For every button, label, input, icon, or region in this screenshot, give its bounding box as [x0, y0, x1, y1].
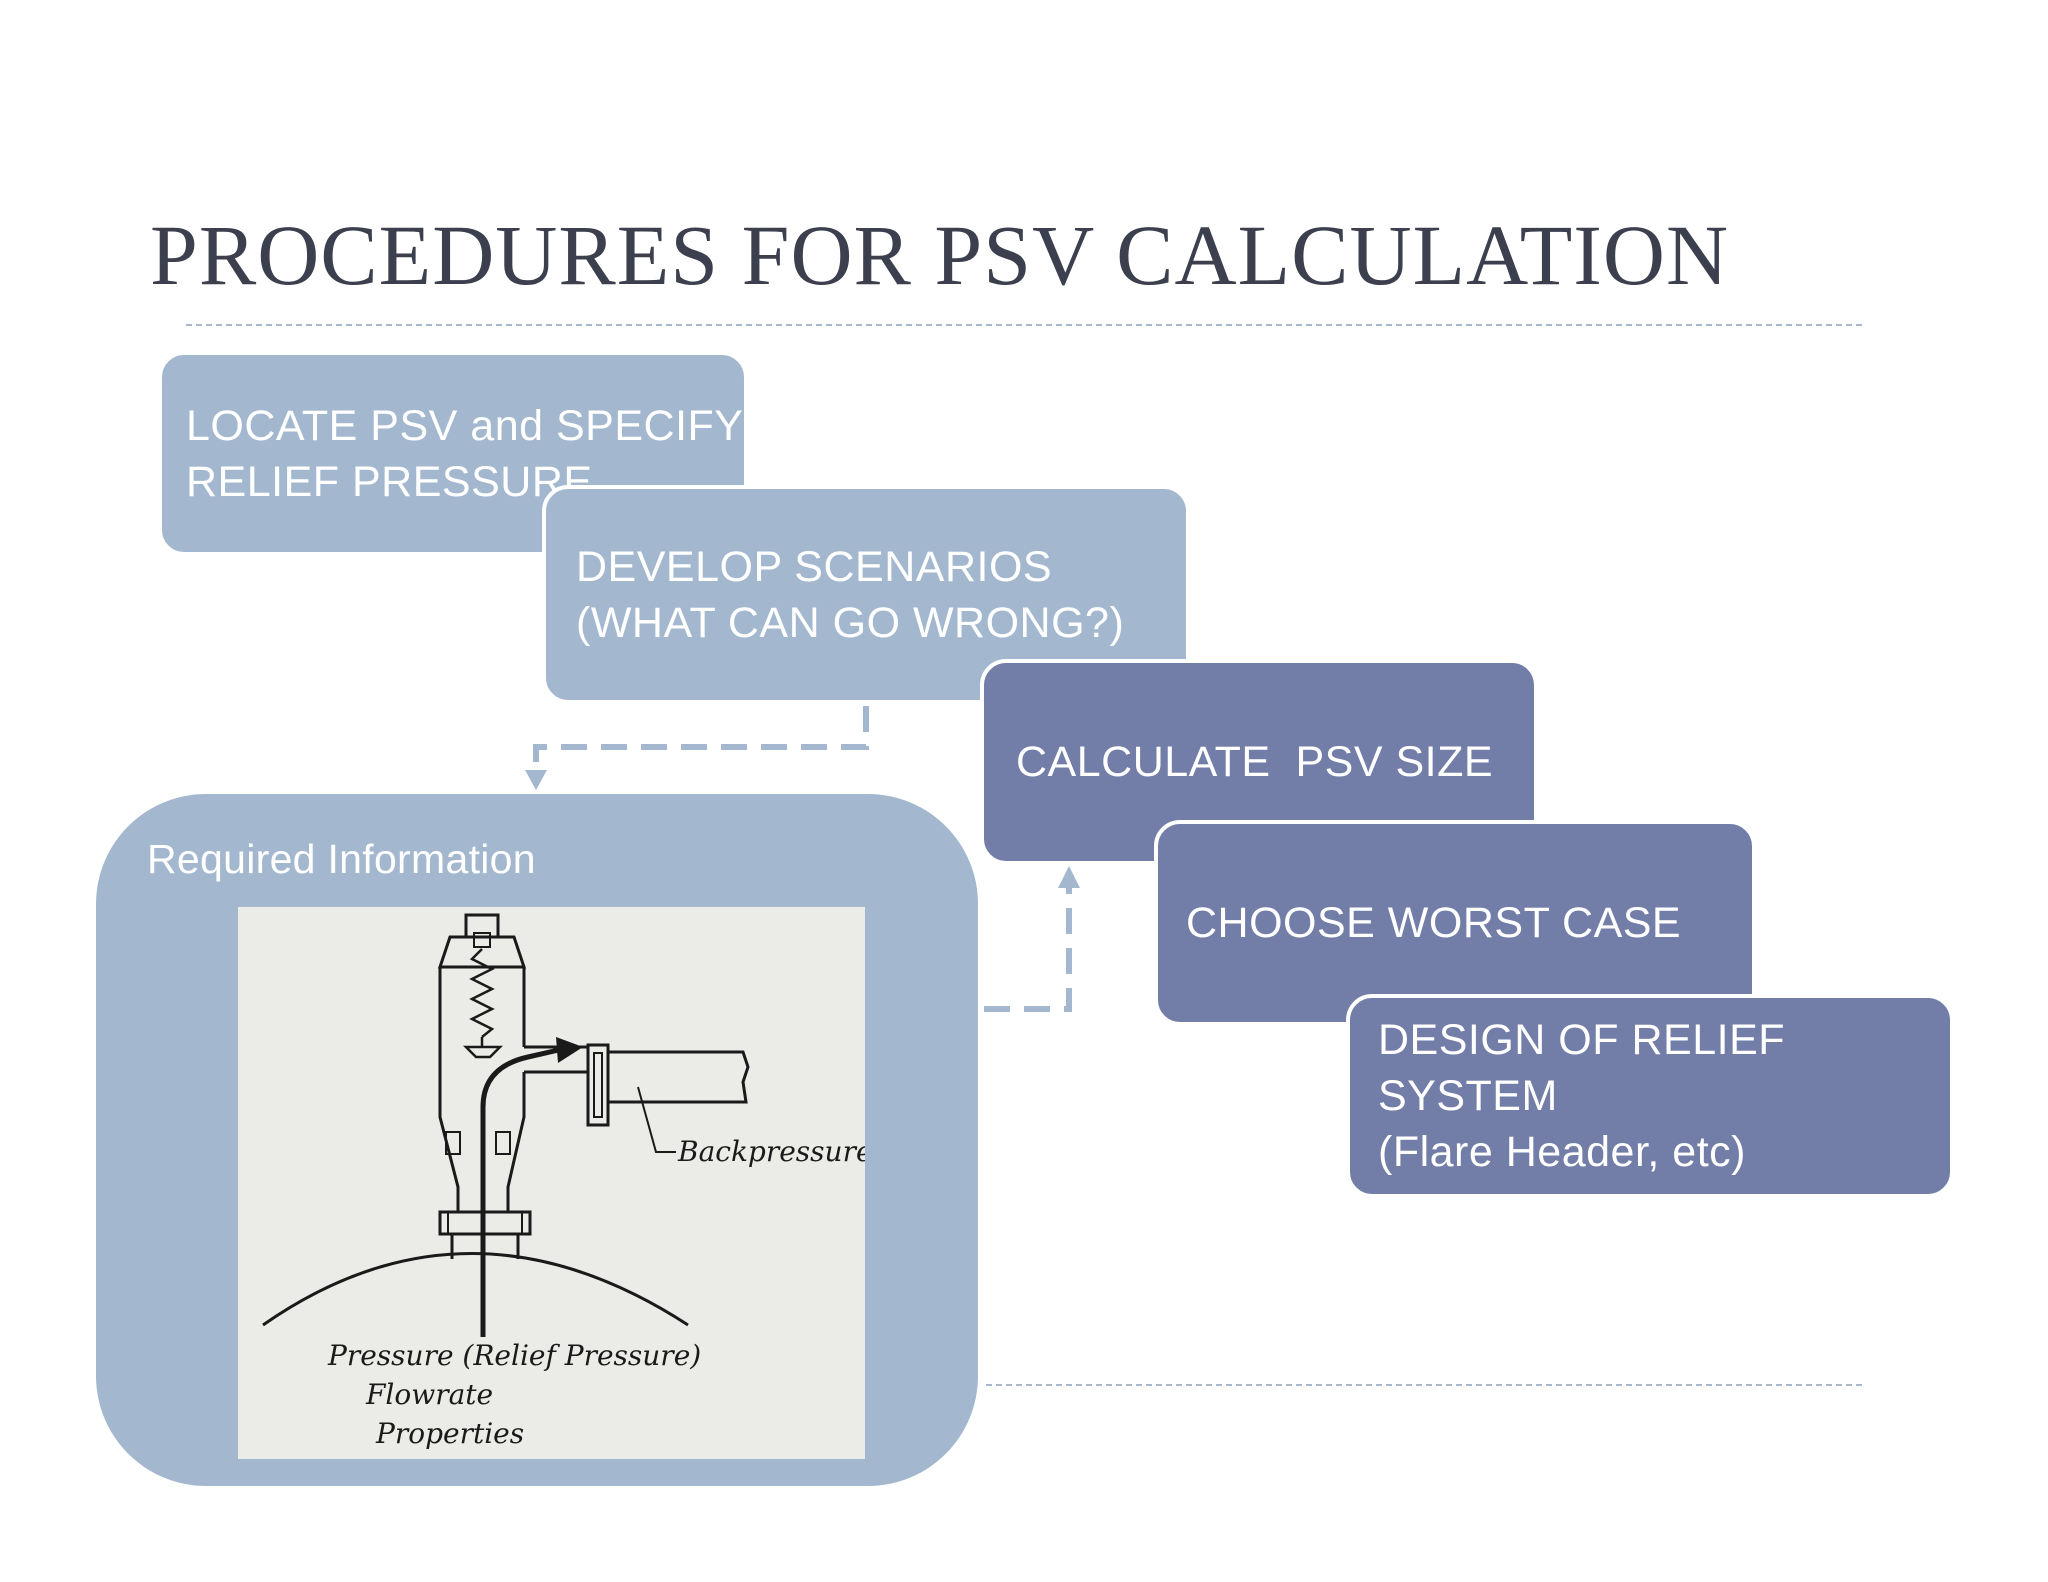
step-develop-scenarios: DEVELOP SCENARIOS (WHAT CAN GO WRONG?): [542, 485, 1190, 704]
step-calculate-psv-size-line1: CALCULATE PSV SIZE: [1016, 738, 1494, 786]
valve-disc: [462, 1045, 504, 1059]
outlet-flange: [586, 1043, 610, 1127]
step-design-relief-system-line1: DESIGN OF RELIEF SYSTEM: [1378, 1016, 1786, 1120]
step-develop-scenarios-line1: DEVELOP SCENARIOS: [576, 542, 1053, 591]
arrowhead-up: [1058, 866, 1080, 888]
step-locate-psv-line2: RELIEF PRESSURE: [186, 457, 593, 506]
flowrate-label: Flowrate: [365, 1378, 493, 1411]
step-design-relief-system: DESIGN OF RELIEF SYSTEM (Flare Header, e…: [1346, 994, 1954, 1198]
psv-sketch: Backpressure Pressure (Relief Pressure) …: [238, 907, 865, 1459]
vessel-dome: [262, 1252, 689, 1327]
step-choose-worst-case: CHOOSE WORST CASE: [1154, 820, 1756, 1026]
valve-body: [438, 967, 526, 1212]
arrowhead-down: [525, 770, 547, 790]
title-divider: [186, 324, 1862, 326]
step-choose-worst-case-line1: CHOOSE WORST CASE: [1186, 899, 1682, 947]
connector-info-to-calculate: [984, 886, 1072, 1012]
valve-bonnet: [437, 935, 527, 969]
flow-arrow: [480, 1046, 564, 1337]
valve-spring: [469, 948, 495, 1038]
pressure-label: Pressure (Relief Pressure): [327, 1339, 701, 1372]
psv-sketch-drawing: Backpressure Pressure (Relief Pressure) …: [262, 913, 865, 1450]
step-develop-scenarios-line2: (WHAT CAN GO WRONG?): [576, 598, 1125, 647]
page-title: PROCEDURES FOR PSV CALCULATION: [150, 207, 1730, 303]
connector-scenarios-to-info: [533, 706, 869, 772]
step-locate-psv-line1: LOCATE PSV and SPECIFY: [186, 401, 744, 450]
step-design-relief-system-line2: (Flare Header, etc): [1378, 1128, 1746, 1176]
required-info-label: Required Information: [147, 836, 536, 882]
properties-label: Properties: [375, 1417, 524, 1450]
backpressure-label: Backpressure: [677, 1135, 865, 1168]
footer-divider: [986, 1384, 1862, 1386]
